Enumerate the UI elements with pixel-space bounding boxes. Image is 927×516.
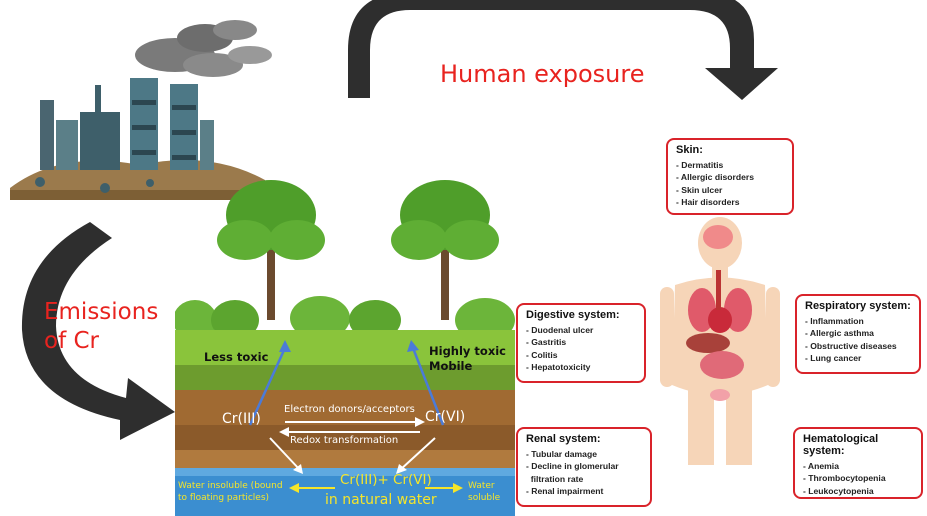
insoluble-line-2: to floating particles): [178, 493, 270, 503]
tree-right: [391, 180, 499, 320]
list-item: - Decline in glomerular: [526, 461, 619, 472]
list-item: - Obstructive diseases: [805, 340, 897, 351]
highly-toxic-text: Highly toxic: [429, 344, 507, 358]
list-item: - Tubular damage: [526, 449, 597, 459]
highly-toxic-label: Highly toxic Mobile: [429, 344, 506, 374]
renal-box: Renal system: - Tubular damage - Decline…: [516, 427, 652, 507]
skin-box: Skin: - Dermatitis - Allergic disorders …: [666, 138, 794, 215]
digestive-box: Digestive system: - Duodenal ulcer - Gas…: [516, 303, 646, 383]
tree-left: [217, 180, 325, 320]
human-exposure-label: Human exposure: [440, 60, 645, 88]
electron-label: Electron donors/acceptors: [284, 404, 415, 415]
respiratory-title: Respiratory system:: [805, 300, 911, 312]
list-item: - Dermatitis: [676, 160, 724, 170]
skin-title: Skin:: [676, 144, 703, 156]
emissions-line-1: Emissions: [44, 299, 159, 325]
cr6-label: Cr(VI): [425, 409, 466, 425]
list-item: - Renal impairment: [526, 485, 604, 496]
list-item: - Hepatotoxicity: [526, 361, 591, 372]
respiratory-box: Respiratory system: - Inflammation - All…: [795, 294, 921, 374]
factory-illustration: [10, 20, 272, 200]
list-item: filtration rate: [526, 473, 584, 484]
list-item: - Allergic asthma: [805, 328, 874, 339]
list-item: - Lung cancer: [805, 352, 862, 363]
list-item: - Duodenal ulcer: [526, 325, 594, 335]
list-item: - Inflammation: [805, 316, 864, 326]
soluble-line-1: Water: [468, 481, 495, 491]
digestive-title: Digestive system:: [526, 309, 620, 321]
list-item: - Colitis: [526, 349, 558, 360]
list-item: - Allergic disorders: [676, 172, 755, 183]
insoluble-line-1: Water insoluble (bound: [178, 481, 283, 491]
insoluble-label: Water insoluble (bound to floating parti…: [178, 480, 283, 504]
list-item: - Hair disorders: [676, 196, 740, 207]
mixture-label: Cr(III)+ Cr(VI): [340, 472, 432, 488]
list-item: - Skin ulcer: [676, 184, 723, 195]
natural-water-label: in natural water: [325, 492, 437, 508]
less-toxic-label: Less toxic: [204, 350, 269, 364]
emissions-label: Emissions of Cr: [44, 298, 158, 356]
hematological-box: Hematological system: - Anemia - Thrombo…: [793, 427, 923, 499]
list-item: - Gastritis: [526, 337, 567, 348]
human-body-illustration: [660, 217, 780, 465]
redox-label: Redox transformation: [290, 435, 399, 446]
renal-title: Renal system:: [526, 433, 601, 445]
list-item: - Anemia: [803, 461, 839, 471]
hematological-title: Hematological system:: [803, 433, 879, 457]
list-item: - Thrombocytopenia: [803, 473, 886, 484]
environment-illustration: [175, 180, 515, 516]
emissions-line-2: of Cr: [44, 328, 99, 354]
soluble-line-2: soluble: [468, 493, 501, 503]
mobile-text: Mobile: [429, 359, 473, 373]
soluble-label: Water soluble: [468, 480, 500, 504]
list-item: - Leukocytopenia: [803, 485, 874, 496]
cr3-label: Cr(III): [222, 411, 261, 427]
